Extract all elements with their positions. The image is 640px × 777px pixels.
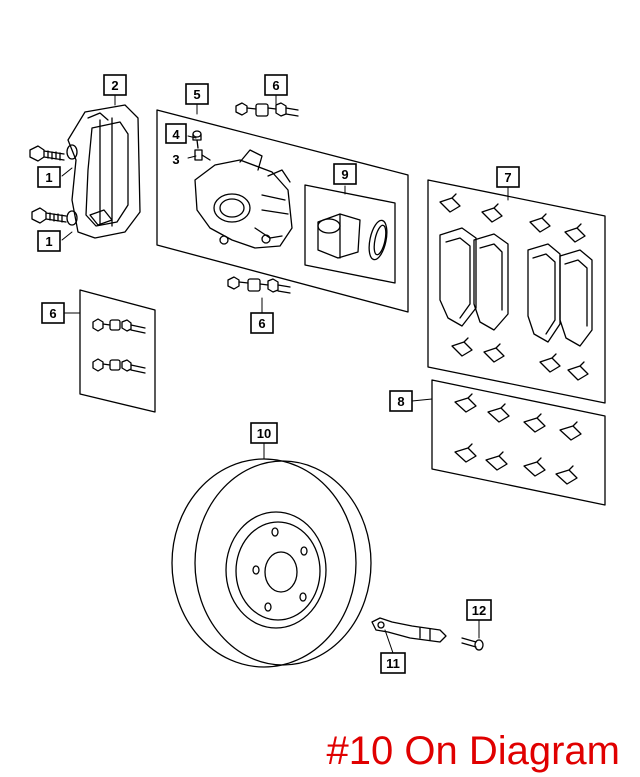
wear-sensor — [371, 617, 447, 643]
svg-text:9: 9 — [341, 167, 348, 182]
callout-7: 7 — [496, 166, 520, 188]
svg-text:8: 8 — [397, 394, 404, 409]
svg-text:6: 6 — [272, 78, 279, 93]
guide-pin-bottom — [227, 276, 291, 294]
guide-pin-kit — [92, 318, 146, 374]
callout-8: 8 — [389, 390, 413, 412]
svg-text:5: 5 — [193, 87, 200, 102]
callout-6-bottom: 6 — [250, 312, 274, 334]
svg-text:2: 2 — [111, 78, 118, 93]
svg-text:1: 1 — [45, 234, 52, 249]
callout-6-top: 6 — [264, 74, 288, 96]
brake-pads-left — [439, 227, 509, 331]
svg-text:11: 11 — [386, 656, 400, 671]
brake-rotor — [171, 458, 372, 668]
callout-3: 3 — [172, 152, 179, 167]
svg-text:1: 1 — [45, 170, 52, 185]
callout-1-upper: 1 — [37, 166, 61, 188]
callout-9: 9 — [333, 163, 357, 185]
caption-diagram-note: #10 On Diagram — [326, 729, 620, 773]
svg-text:12: 12 — [472, 603, 486, 618]
caliper-bracket — [66, 104, 141, 239]
guide-pin-top — [235, 102, 299, 117]
svg-text:4: 4 — [172, 127, 180, 142]
callout-1-lower: 1 — [37, 230, 61, 252]
callout-5: 5 — [185, 83, 209, 105]
bleeder-cap — [194, 149, 211, 161]
pad-clips-top — [439, 193, 586, 243]
pad-clip-kit-panel-8 — [431, 379, 606, 506]
guide-pin-kit-panel-6 — [79, 289, 156, 413]
callout-10: 10 — [250, 422, 278, 444]
callout-6-left: 6 — [41, 302, 65, 324]
piston-panel-9 — [304, 184, 396, 284]
callout-4: 4 — [165, 123, 187, 144]
svg-text:6: 6 — [258, 316, 265, 331]
bracket-bolt-upper — [29, 145, 65, 162]
pad-clips-bottom — [451, 337, 589, 381]
svg-text:7: 7 — [504, 170, 511, 185]
caliper-piston — [317, 213, 361, 259]
piston-seal — [368, 219, 388, 261]
leader-lines — [61, 94, 509, 654]
callout-11: 11 — [380, 652, 406, 674]
callout-12: 12 — [466, 599, 492, 621]
callout-2: 2 — [103, 74, 127, 96]
svg-text:10: 10 — [257, 426, 271, 441]
bracket-bolt-lower — [31, 207, 67, 224]
bleeder-screw — [192, 130, 202, 149]
brake-caliper — [194, 149, 293, 249]
svg-text:3: 3 — [172, 152, 179, 167]
caliper-group-panel — [156, 109, 409, 313]
brake-pads-right — [527, 243, 593, 347]
svg-text:6: 6 — [49, 306, 56, 321]
sensor-screw — [461, 637, 484, 651]
pad-clip-kit — [454, 393, 582, 485]
pad-set-panel-7 — [427, 179, 606, 404]
